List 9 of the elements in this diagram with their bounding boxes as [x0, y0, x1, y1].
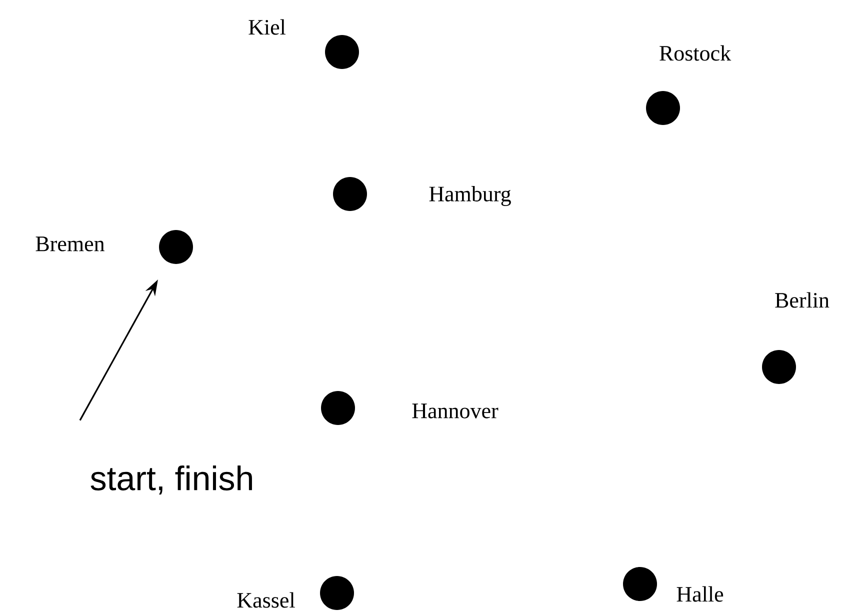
city-label: Hamburg: [429, 186, 511, 206]
city-label: Hannover: [412, 404, 498, 418]
city-label: Kiel: [248, 19, 286, 35]
city-label: Rostock: [660, 45, 732, 61]
city-label: Berlin: [775, 292, 830, 308]
text-label: start, finish: [90, 466, 252, 494]
city-label: Kassel: [237, 592, 295, 608]
city-label: Halle: [676, 586, 724, 602]
city-label: Bremen: [36, 236, 104, 252]
